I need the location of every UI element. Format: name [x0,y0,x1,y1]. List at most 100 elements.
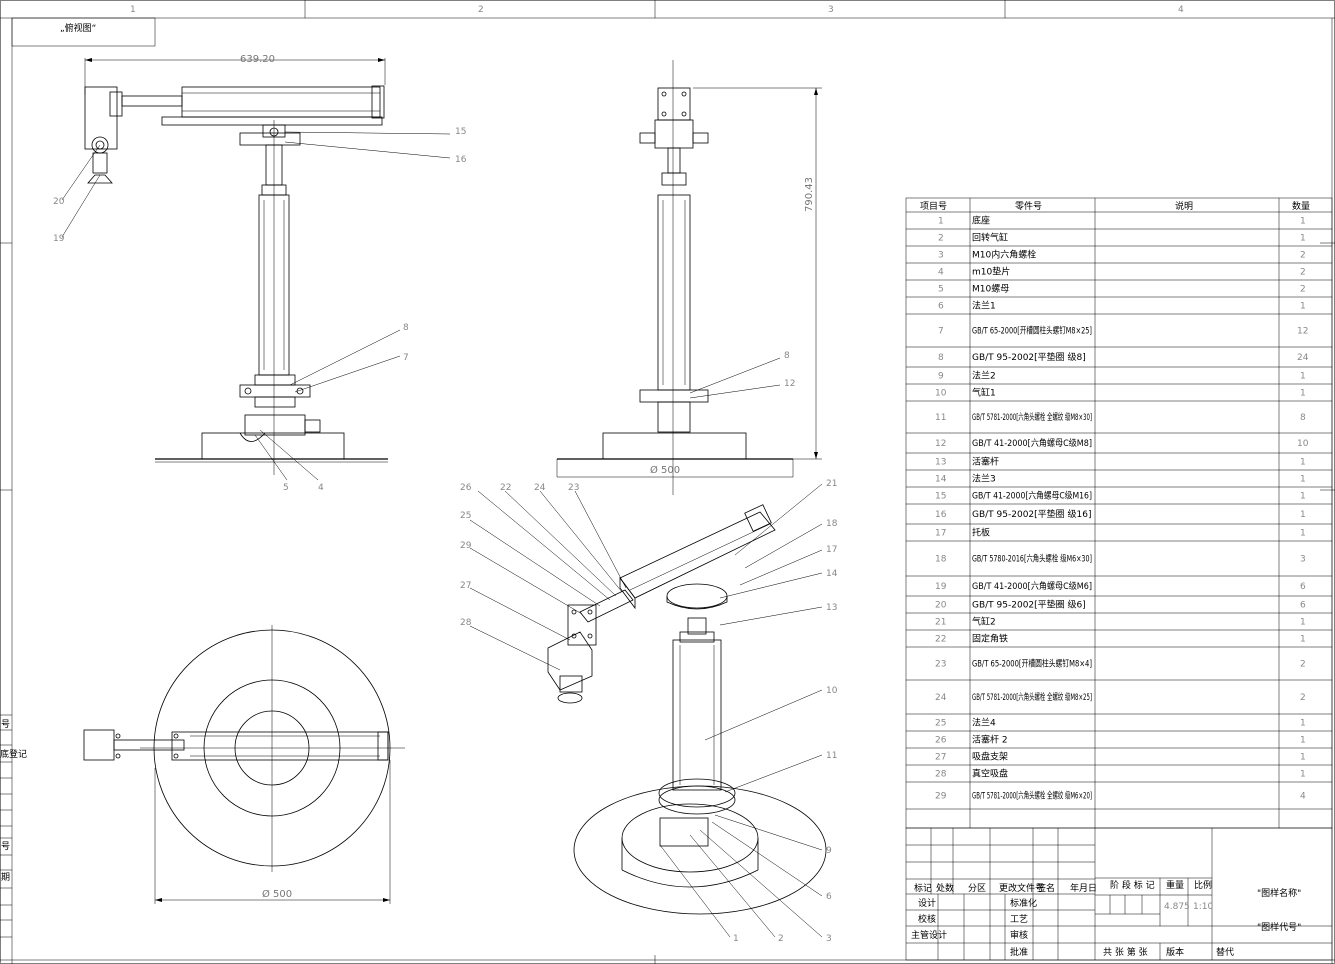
bom-quantity: 6 [1300,601,1306,611]
bom-item-number: 22 [935,635,946,645]
balloon: 21 [826,479,837,489]
balloon: 12 [784,379,795,389]
top-view: Ø 500 [83,625,405,904]
tb-drawing-code: "图样代号" [1257,921,1301,933]
tb-label: 标记 [914,882,932,894]
bom-part-name: GB/T 41-2000[六角螺母C级M8] [972,437,1092,449]
tb-stage-label: 阶 段 标 记 [1110,879,1155,891]
bom-part-name: GB/T 41-2000[六角螺母C级M16] [972,490,1092,502]
margin-label: 号 [1,841,10,852]
margin-label: 底登记 [0,748,27,760]
left-margin-register: 号 底登记 号 期 [0,714,27,938]
balloon: 20 [53,197,65,207]
bom-quantity: 3 [1300,555,1306,565]
bom-quantity: 4 [1300,792,1306,802]
tb-role: 设计 [918,897,936,909]
balloon: 13 [826,603,837,613]
bom-item-number: 25 [935,719,946,729]
view-label: „俯视图“ [60,22,96,34]
bom-item-number: 28 [935,770,947,780]
tb-weight-value: 4.875 [1164,902,1190,912]
bom-part-name: 托板 [972,527,990,539]
balloon: 8 [403,323,409,333]
tb-scale-label: 比例 [1194,879,1212,891]
dimension-top-width: 639.20 [240,54,275,65]
bom-quantity: 1 [1300,475,1306,485]
bom-part-name: 底座 [972,215,990,227]
bom-part-name: GB/T 5780-2016[六角头螺栓 级M6×30] [972,553,1092,565]
bom-item-number: 1 [938,217,944,227]
balloon: 5 [283,483,289,493]
bom-item-number: 4 [938,268,944,278]
front-view: Ø 500 790.43 8 12 [556,60,822,495]
bom-item-number: 10 [935,389,947,399]
bom-quantity: 2 [1300,660,1306,670]
balloon: 7 [403,353,409,363]
bom-header-item: 项目号 [920,201,947,212]
balloon: 17 [826,545,837,555]
bom-part-name: 气缸1 [972,387,996,399]
dimension-base-diameter-top: Ø 500 [262,888,292,900]
tb-role: 校核 [918,913,936,925]
balloon: 24 [534,483,546,493]
balloon: 3 [826,934,832,944]
bom-quantity: 24 [1297,353,1309,363]
bom-quantity: 1 [1300,719,1306,729]
balloon: 8 [784,351,790,361]
bom-quantity: 2 [1300,285,1306,295]
tb-role: 审核 [1010,929,1028,941]
bom-part-name: 活塞杆 [972,456,999,468]
bom-part-name: m10垫片 [972,266,1010,278]
balloon: 6 [826,892,832,902]
bom-item-number: 27 [935,753,946,763]
bom-item-number: 15 [935,492,946,502]
margin-label: 期 [1,872,10,883]
bom-part-name: M10内六角螺栓 [972,249,1036,261]
tb-label: 签名 [1037,882,1055,894]
bom-item-number: 13 [935,458,946,468]
bom-part-name: 法兰4 [972,717,996,729]
bom-item-number: 29 [935,792,947,802]
balloon: 29 [460,541,472,551]
side-view: 639.20 [53,54,467,493]
bom-part-name: GB/T 95-2002[平垫圈 级8] [972,351,1086,363]
zone-number: 4 [1178,5,1184,15]
bom-item-number: 3 [938,251,944,261]
bom-part-name: 法兰3 [972,473,996,485]
bom-part-name: 活塞杆 2 [972,734,1008,746]
balloon: 18 [826,519,838,529]
balloon: 9 [826,846,832,856]
bom-quantity: 1 [1300,389,1306,399]
dimension-base-diameter-front: Ø 500 [650,464,680,476]
tb-role: 主管设计 [911,929,947,941]
tb-role: 标准化 [1010,897,1037,909]
bom-part-name: GB/T 65-2000[开槽圆柱头螺钉M8×25] [972,325,1092,337]
zone-number: 1 [130,5,136,15]
bom-item-number: 12 [935,439,946,449]
tb-role: 工艺 [1010,914,1028,925]
balloon: 15 [455,127,466,137]
bom-part-name: GB/T 5781-2000[六角头螺栓 全螺纹 级M8×25] [972,691,1092,703]
bom-item-number: 26 [935,736,947,746]
bom-quantity: 1 [1300,492,1306,502]
bom-quantity: 12 [1297,327,1308,337]
bom-quantity: 1 [1300,234,1306,244]
bom-part-name: 气缸2 [972,616,996,628]
zone-number: 2 [478,5,484,15]
bom-quantity: 1 [1300,302,1306,312]
bom-item-number: 9 [938,372,944,382]
bom-item-number: 11 [935,413,946,423]
bom-quantity: 1 [1300,635,1306,645]
tb-label: 更改文件号 [999,882,1044,894]
tb-replace-label: 替代 [1216,946,1234,958]
dimension-height: 790.43 [804,177,815,212]
bom-part-name: 真空吸盘 [972,768,1008,780]
bom-part-name: 法兰2 [972,370,996,382]
balloon: 19 [53,234,65,244]
title-block: 标记 处数 分区 更改文件号 签名 年月日 设计 校核 主管设计 标准化 工艺 … [905,827,1333,961]
bom-item-number: 21 [935,618,946,628]
bom-part-name: 固定角铁 [972,633,1008,645]
